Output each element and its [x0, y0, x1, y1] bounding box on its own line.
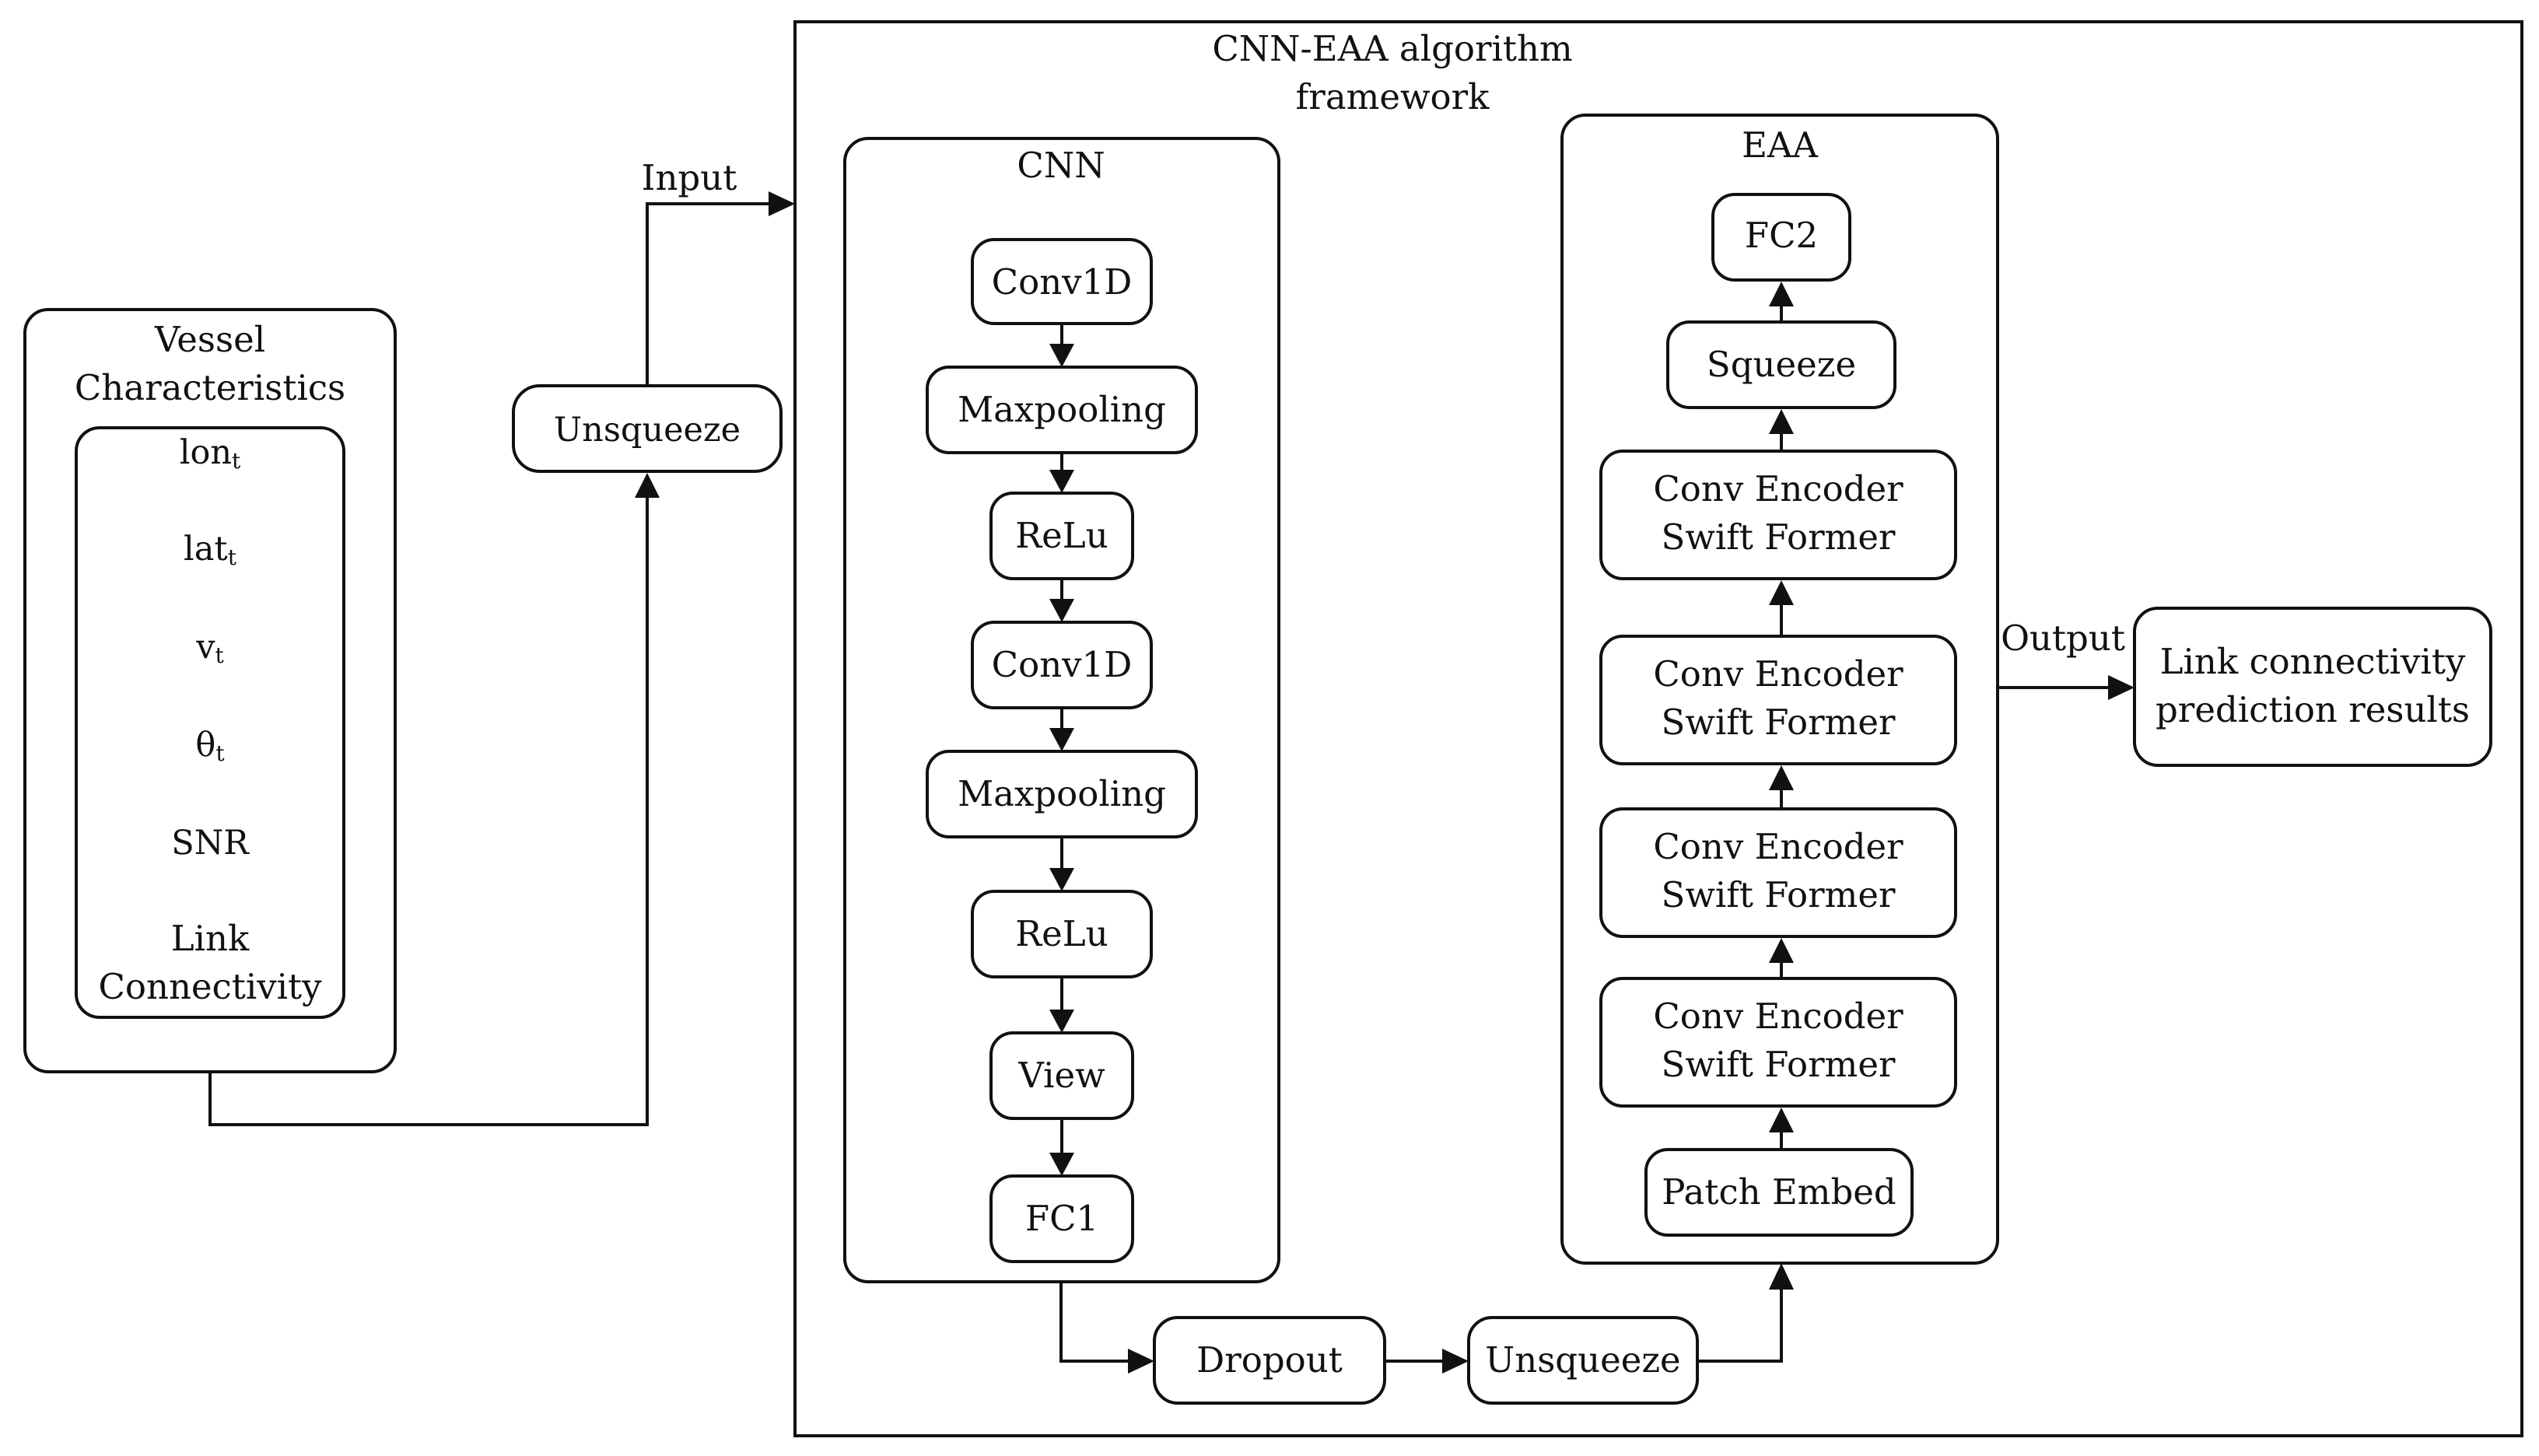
eaa-encoder-3-line1: Conv Encoder — [1653, 653, 1903, 695]
cnn-layer-conv1d-1-label: Conv1D — [992, 261, 1133, 303]
eaa-fc2-label: FC2 — [1745, 215, 1818, 256]
dropout-label: Dropout — [1196, 1339, 1343, 1381]
input-arrow — [769, 191, 795, 216]
result-box — [2133, 607, 2492, 767]
eaa-squeeze-label: Squeeze — [1707, 344, 1856, 385]
eaa-encoder-1-line2: Swift Former — [1662, 1044, 1896, 1085]
eaa-title: EAA — [1742, 124, 1818, 166]
vessel-to-unsqueeze-arrow — [635, 473, 660, 498]
eaa-encoder-3-box — [1599, 635, 1957, 765]
framework-title-line2: framework — [1296, 76, 1490, 117]
eaa-encoder-2-line1: Conv Encoder — [1653, 826, 1903, 867]
output-label: Output — [2001, 618, 2125, 659]
feature-link-line2: Connectivity — [98, 966, 322, 1007]
unsqueeze-left-label: Unsqueeze — [554, 411, 741, 450]
cnn-layer-fc1-label: FC1 — [1025, 1198, 1098, 1239]
output-arrow — [2108, 675, 2135, 700]
cnn-layer-conv1d-2-label: Conv1D — [992, 644, 1133, 685]
feature-lat: latt — [184, 530, 237, 570]
input-label: Input — [642, 157, 737, 198]
feature-v: vt — [195, 628, 224, 668]
cnn-layer-relu-2-label: ReLu — [1015, 913, 1108, 954]
cnn-title: CNN — [1017, 145, 1105, 186]
eaa-encoder-1-line1: Conv Encoder — [1653, 996, 1903, 1037]
feature-link-line1: Link — [171, 918, 250, 959]
input-wire — [646, 202, 770, 386]
eaa-fc2-box — [1711, 193, 1851, 282]
feature-theta: θt — [195, 726, 225, 766]
result-line2: prediction results — [2156, 689, 2470, 730]
eaa-encoder-1-box — [1599, 977, 1957, 1108]
eaa-encoder-4-box — [1599, 450, 1957, 580]
vessel-to-unsqueeze-wire — [208, 496, 649, 1126]
cnn-layer-maxpooling-1-label: Maxpooling — [958, 389, 1166, 430]
eaa-patch-embed-label: Patch Embed — [1662, 1171, 1896, 1213]
result-line1: Link connectivity — [2160, 641, 2466, 682]
bottom-chain-wires — [1059, 1263, 1794, 1374]
eaa-encoder-4-line2: Swift Former — [1662, 516, 1896, 558]
eaa-encoder-2-line2: Swift Former — [1662, 874, 1896, 915]
feature-snr: SNR — [171, 824, 250, 863]
cnn-layer-maxpooling-2-label: Maxpooling — [958, 773, 1166, 814]
vessel-title-line1: Vessel — [154, 319, 265, 360]
cnn-layer-relu-1-label: ReLu — [1015, 515, 1108, 556]
vessel-title-line2: Characteristics — [75, 367, 345, 408]
cnn-arrows — [1049, 324, 1074, 1176]
eaa-arrows — [1769, 282, 1794, 1150]
vessel-features-box — [75, 426, 345, 1019]
feature-lon: lont — [180, 433, 241, 474]
framework-frame — [793, 20, 2523, 1437]
eaa-encoder-3-line2: Swift Former — [1662, 702, 1896, 743]
eaa-encoder-4-line1: Conv Encoder — [1653, 468, 1903, 509]
framework-title-line1: CNN-EAA algorithm — [1212, 28, 1572, 69]
unsqueeze-bottom-label: Unsqueeze — [1485, 1339, 1680, 1381]
cnn-layer-view-label: View — [1017, 1055, 1105, 1096]
eaa-encoder-2-box — [1599, 807, 1957, 938]
eaa-patch-embed-box — [1644, 1148, 1914, 1237]
